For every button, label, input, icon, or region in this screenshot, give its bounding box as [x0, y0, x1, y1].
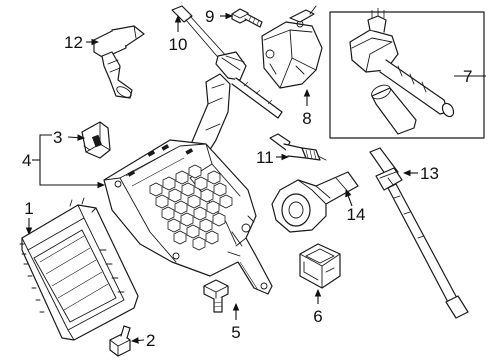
ignition-coil-8-part — [261, 5, 323, 89]
callout-7: 7 — [463, 67, 472, 86]
callout-4: 4 — [22, 151, 31, 170]
callout-numbers: 1 2 3 4 5 6 7 8 9 10 11 12 13 14 — [22, 7, 472, 350]
callout-5: 5 — [231, 323, 240, 342]
callout-14: 14 — [347, 205, 366, 224]
connector-6-part — [299, 243, 341, 289]
bolt-9-part — [231, 8, 263, 28]
callout-6: 6 — [313, 307, 322, 326]
callout-11: 11 — [256, 148, 274, 167]
injector-probe-part — [369, 147, 469, 319]
callout-2: 2 — [146, 331, 155, 350]
ecm-bracket-part — [103, 73, 273, 295]
callout-10: 10 — [169, 35, 188, 54]
callout-12: 12 — [64, 33, 83, 52]
callout-8: 8 — [302, 109, 311, 128]
oxygen-sensor-part — [171, 5, 283, 119]
callout-9: 9 — [205, 7, 214, 26]
knock-sensor-part — [271, 171, 359, 233]
callout-3: 3 — [53, 128, 62, 147]
bolt-2-part — [109, 325, 131, 357]
engine-control-module-part — [19, 197, 139, 341]
camshaft-sensor-part — [93, 25, 145, 99]
ignition-coil-part — [329, 8, 485, 139]
bolt-5-part — [203, 279, 229, 313]
callout-1: 1 — [24, 199, 33, 218]
bracket-clip-part — [81, 121, 111, 159]
spark-plug-part — [269, 133, 327, 161]
hex-pattern — [149, 164, 233, 251]
callout-13: 13 — [420, 164, 439, 183]
leader-lines — [25, 12, 486, 344]
